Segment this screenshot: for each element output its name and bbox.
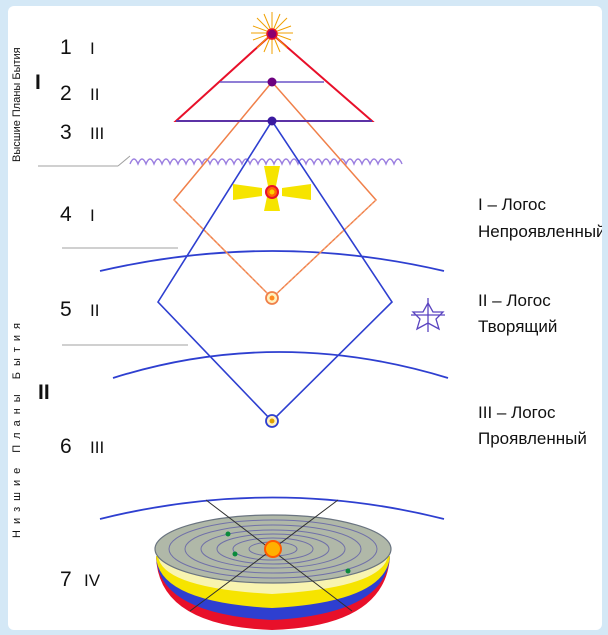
star-icon: [411, 298, 445, 332]
logos-label: Непроявленный: [478, 222, 602, 241]
plane-arcs: [99, 250, 449, 520]
plane-number: 4: [60, 203, 72, 226]
plane2-point: [267, 77, 277, 87]
orange-dotted-lines: [173, 199, 377, 299]
arc-line: [99, 250, 445, 272]
apex-point: [266, 28, 278, 40]
planes-of-being-diagram: Высшие Планы Бытия Низшие Планы Бытия I …: [11, 12, 602, 630]
logos-label: Творящий: [478, 317, 557, 336]
higher-planes-label: Высшие Планы Бытия: [11, 47, 23, 162]
plane-roman: II: [90, 85, 99, 104]
plane-number: 3: [60, 121, 72, 144]
wavy-boundary: [129, 158, 403, 166]
plane-separators: [38, 155, 188, 346]
plane-number: 7: [60, 568, 72, 591]
plane3-point: [267, 116, 277, 126]
logos-label: Проявленный: [478, 429, 587, 448]
separator-line: [117, 155, 131, 167]
plane-roman: I: [90, 206, 95, 225]
plane-roman: III: [90, 124, 104, 143]
arc-line: [99, 496, 445, 520]
cross-inner-dot: [269, 189, 275, 195]
yellow-cross-icon: [233, 166, 311, 211]
logos-label: II – Логос: [478, 291, 551, 310]
physical-plane-hemisphere: [154, 499, 392, 630]
lower-planes-roman: II: [38, 381, 50, 404]
plane-number: 1: [60, 36, 72, 59]
plane-roman: II: [90, 301, 99, 320]
plane5-inner-dot: [269, 295, 275, 301]
lower-planes-label: Низшие Планы Бытия: [11, 317, 23, 538]
plane-number: 2: [60, 82, 72, 105]
plane-roman: IV: [84, 571, 101, 590]
plane6-inner-dot: [269, 418, 275, 424]
plane-roman: III: [90, 438, 104, 457]
sun-icon: [264, 540, 282, 558]
red-triangle: [173, 32, 375, 122]
logos-label: III – Логос: [478, 403, 556, 422]
plane-number: 5: [60, 298, 72, 321]
logos-label: I – Логос: [478, 195, 547, 214]
higher-planes-roman: I: [35, 71, 41, 94]
plane-roman: I: [90, 39, 95, 58]
diagram-canvas: Высшие Планы Бытия Низшие Планы Бытия I …: [8, 6, 602, 630]
arc-line: [112, 351, 449, 379]
plane-number: 6: [60, 435, 72, 458]
